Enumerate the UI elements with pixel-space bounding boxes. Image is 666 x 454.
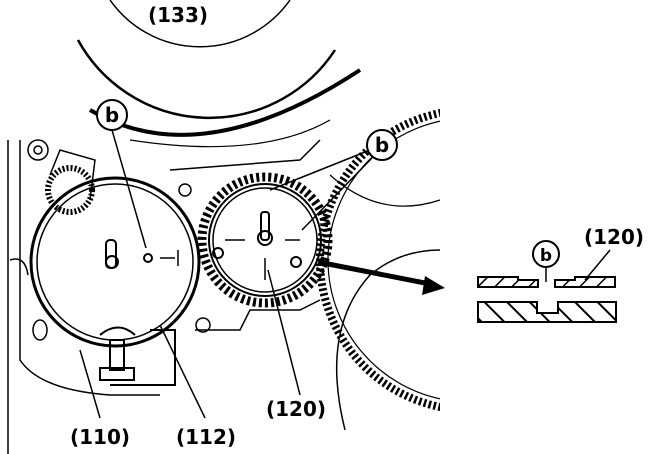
label-112: (112) (176, 425, 236, 449)
disc-110 (29, 176, 201, 381)
detail-backdrop (440, 100, 666, 454)
small-gear-left (45, 165, 95, 215)
leader-lines (79, 129, 611, 419)
svg-text:b: b (540, 246, 552, 266)
callout-b-right: b (366, 129, 398, 161)
label-110: (110) (70, 425, 130, 449)
label-120-detail: (120) (584, 225, 644, 249)
callout-b-left: b (96, 99, 128, 131)
callout-b-detail: b (532, 240, 560, 268)
detail-arrow (317, 259, 445, 295)
svg-text:b: b (375, 133, 389, 157)
label-120: (120) (266, 397, 326, 421)
gear-120 (197, 172, 333, 308)
cross-section-detail (477, 276, 617, 323)
svg-text:b: b (105, 103, 119, 127)
label-133: (133) (148, 3, 208, 27)
